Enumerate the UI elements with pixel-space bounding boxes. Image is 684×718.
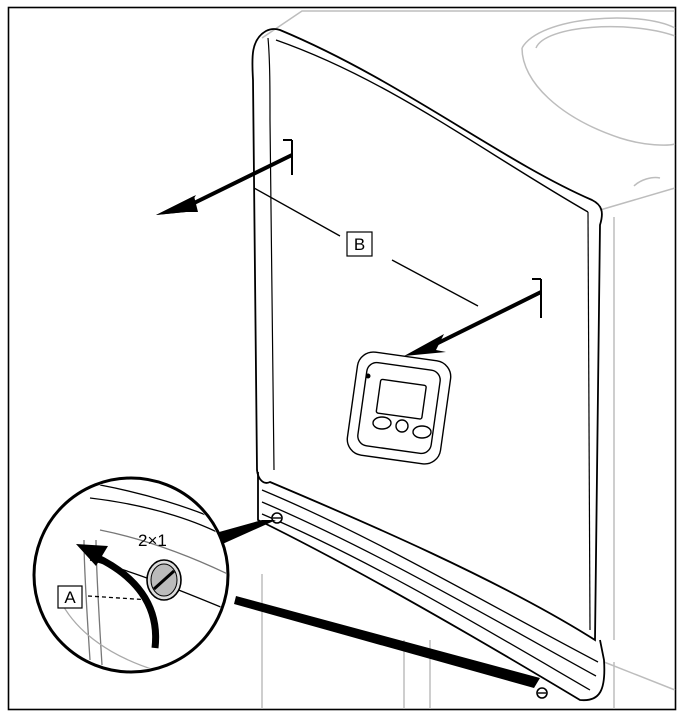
pull-arrow-top	[156, 139, 293, 215]
callout-a-label: A	[64, 588, 76, 607]
display-button-center	[395, 419, 409, 433]
callout-b-leaders	[253, 187, 479, 307]
rotate-counterclockwise-icon	[76, 544, 160, 649]
front-panel	[251, 28, 603, 642]
display-button-left	[372, 416, 392, 430]
detail-screw	[146, 559, 182, 601]
pull-arrow-bottom	[404, 278, 542, 356]
magnifier-circle	[32, 476, 230, 674]
status-led-icon	[365, 373, 371, 379]
display-button-right	[412, 425, 432, 439]
callout-b: B	[346, 231, 373, 257]
display-screen	[375, 378, 427, 420]
detail-magnifier: 2×1	[32, 476, 230, 674]
unit-casing	[261, 10, 676, 709]
screw-count-label: 2×1	[138, 531, 167, 550]
callout-b-label: B	[354, 235, 365, 254]
figure-frame	[7, 6, 677, 711]
zoom-leaders	[212, 520, 540, 688]
callout-a: A	[57, 585, 83, 609]
bottom-trim	[257, 472, 606, 701]
control-display	[346, 351, 452, 465]
